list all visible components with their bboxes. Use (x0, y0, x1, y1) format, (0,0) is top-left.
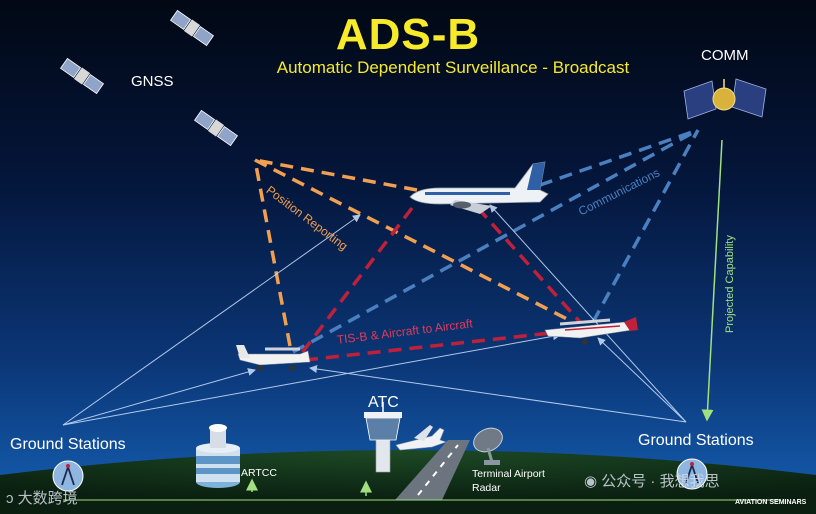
control-tower-icon (364, 402, 402, 473)
small-aircraft-icon (236, 345, 311, 371)
watermark-left-text: 大数跨境 (17, 490, 78, 507)
ground-stations-right-label: Ground Stations (638, 432, 754, 449)
comm-label: COMM (701, 47, 749, 64)
radar-dish-icon (473, 427, 503, 465)
position-reporting-links (253, 158, 574, 347)
satellite-icon (169, 9, 215, 47)
satellite-icon (193, 109, 239, 147)
watermark-left: ↄ 大数跨境 (6, 487, 78, 508)
tisb-links (296, 206, 582, 362)
artcc-building-icon (196, 424, 240, 488)
satellite-icon (59, 57, 105, 95)
aviation-seminars-label: AVIATION SEMINARS (735, 499, 807, 506)
atc-label: ATC (368, 394, 399, 411)
gnss-label: GNSS (131, 73, 174, 90)
jet-icon (395, 425, 447, 451)
projected-capability-link (701, 139, 723, 422)
page-subtitle: Automatic Dependent Surveillance - Broad… (276, 58, 630, 77)
runway-icon (395, 440, 470, 500)
airliner-icon (409, 161, 549, 214)
radio-tower-icon (52, 460, 84, 492)
watermark-logo-icon: ↄ (6, 490, 14, 507)
terminal-airport-label: Terminal Airport (472, 468, 545, 480)
watermark-right-text: 公众号 · 我想我思 (601, 473, 720, 490)
wechat-icon: ◉ (584, 473, 598, 490)
radio-tower-icon (676, 458, 708, 490)
ground-station-links (62, 204, 687, 426)
artcc-label: ARTCC (241, 467, 277, 479)
ground-stations-left-label: Ground Stations (10, 436, 126, 453)
ground-uplinks (63, 478, 780, 501)
page-title: ADS-B (335, 10, 481, 59)
small-aircraft-icon (544, 317, 638, 345)
watermark-right: ◉ 公众号 · 我想我思 (584, 470, 720, 491)
projected-capability-label: Projected Capability (724, 235, 736, 333)
radar-label: Radar (472, 482, 501, 494)
communications-links (292, 128, 700, 354)
comm-satellite-icon (683, 78, 767, 120)
